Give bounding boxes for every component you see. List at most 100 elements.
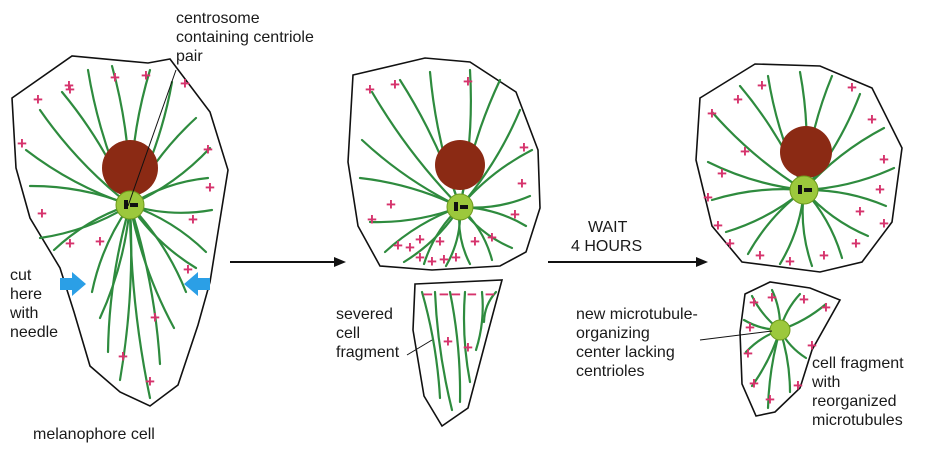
plus-end-mark-43: + (707, 104, 717, 123)
plus-end-mark-26: + (451, 248, 461, 267)
plus-end-mark-69: + (793, 376, 803, 395)
plus-end-mark-45: + (757, 76, 767, 95)
plus-end-mark-5: + (180, 74, 190, 93)
label-cut-line2: here (10, 285, 42, 304)
plus-end-mark-16: + (65, 80, 75, 99)
centrosome-1 (116, 191, 144, 219)
plus-end-mark-46: + (847, 78, 857, 97)
plus-end-mark-51: + (851, 234, 861, 253)
plus-end-mark-56: + (713, 216, 723, 235)
plus-end-mark-20: + (386, 195, 396, 214)
plus-end-mark-53: + (785, 252, 795, 271)
plus-end-mark-67: + (749, 374, 759, 393)
plus-end-mark-57: + (703, 188, 713, 207)
plus-end-mark-35: + (463, 72, 473, 91)
plus-end-mark-3: + (110, 68, 120, 87)
plus-end-mark-62: + (767, 288, 777, 307)
label-melanophore-cell: melanophore cell (33, 425, 155, 444)
minus-end-mark-36: − (423, 285, 433, 304)
plus-end-mark-66: + (743, 344, 753, 363)
plus-end-mark-1: + (33, 90, 43, 109)
plus-end-mark-24: + (427, 252, 437, 271)
plus-end-mark-41: + (443, 332, 453, 351)
label-cut-line1: cut (10, 266, 31, 285)
label-wait: WAIT (588, 218, 627, 237)
plus-end-mark-70: + (807, 336, 817, 355)
plus-end-mark-29: + (470, 232, 480, 251)
label-new-mtoc-line3: center lacking (576, 343, 675, 362)
plus-end-mark-32: + (517, 174, 527, 193)
plus-end-mark-6: + (203, 140, 213, 159)
plus-end-mark-54: + (755, 246, 765, 265)
label-centrosome-line2: containing centriole (176, 28, 314, 47)
label-centrosome-line1: centrosome (176, 9, 260, 28)
label-centrosome-line3: pair (176, 47, 203, 66)
plus-end-mark-58: + (717, 164, 727, 183)
plus-end-mark-8: + (37, 204, 47, 223)
plus-end-mark-11: + (188, 210, 198, 229)
plus-end-mark-9: + (65, 234, 75, 253)
plus-end-mark-33: + (519, 138, 529, 157)
plus-end-mark-55: + (725, 234, 735, 253)
plus-end-mark-47: + (867, 110, 877, 129)
centrosome-2 (447, 194, 473, 220)
plus-end-mark-12: + (183, 260, 193, 279)
plus-end-mark-15: + (145, 372, 155, 391)
plus-end-mark-14: + (118, 347, 128, 366)
plus-end-mark-64: + (821, 298, 831, 317)
minus-end-mark-38: − (451, 285, 461, 304)
plus-end-mark-22: + (405, 238, 415, 257)
plus-end-mark-34: + (390, 75, 400, 94)
plus-end-mark-61: + (749, 293, 759, 312)
plus-end-mark-59: + (740, 142, 750, 161)
label-cell-fragment-line2: with (812, 373, 840, 392)
plus-end-mark-10: + (95, 232, 105, 251)
plus-end-mark-23: + (415, 248, 425, 267)
centrosome-3 (790, 176, 818, 204)
process-arrow-2-head (696, 257, 708, 267)
plus-end-mark-63: + (799, 290, 809, 309)
plus-end-mark-42: + (463, 338, 473, 357)
plus-end-mark-49: + (875, 180, 885, 199)
plus-end-mark-13: + (150, 308, 160, 327)
plus-end-mark-4: + (141, 66, 151, 85)
label-cell-fragment-line3: reorganized (812, 392, 897, 411)
minus-end-mark-40: − (485, 285, 495, 304)
label-new-mtoc-line4: centrioles (576, 362, 644, 381)
plus-end-mark-7: + (17, 134, 27, 153)
label-cut-line3: with (10, 304, 38, 323)
process-arrow-1-head (334, 257, 346, 267)
nucleus-2 (435, 140, 485, 190)
minus-end-mark-37: − (439, 285, 449, 304)
plus-end-mark-52: + (819, 246, 829, 265)
plus-end-mark-25: + (439, 250, 449, 269)
plus-end-mark-30: + (487, 228, 497, 247)
plus-end-mark-44: + (733, 90, 743, 109)
plus-end-mark-28: + (435, 232, 445, 251)
plus-end-mark-21: + (393, 236, 403, 255)
plus-end-mark-60: + (855, 202, 865, 221)
plus-end-mark-50: + (879, 214, 889, 233)
label-new-mtoc-line2: organizing (576, 324, 650, 343)
label-cell-fragment-line4: microtubules (812, 411, 903, 430)
label-severed-line3: fragment (336, 343, 399, 362)
plus-end-mark-68: + (765, 390, 775, 409)
label-4-hours: 4 HOURS (571, 237, 642, 256)
nucleus-1 (102, 140, 158, 196)
minus-end-mark-39: − (467, 285, 477, 304)
label-severed-line1: severed (336, 305, 393, 324)
label-severed-line2: cell (336, 324, 360, 343)
label-cell-fragment-line1: cell fragment (812, 354, 904, 373)
plus-end-mark-27: + (415, 230, 425, 249)
plus-end-mark-18: + (365, 80, 375, 99)
plus-end-mark-48: + (879, 150, 889, 169)
plus-end-mark-31: + (510, 205, 520, 224)
plus-end-mark-19: + (367, 210, 377, 229)
plus-end-mark-17: + (205, 178, 215, 197)
label-cut-line4: needle (10, 323, 58, 342)
nucleus-3 (780, 126, 832, 178)
new-mtoc (770, 320, 790, 340)
label-new-mtoc-line1: new microtubule- (576, 305, 698, 324)
